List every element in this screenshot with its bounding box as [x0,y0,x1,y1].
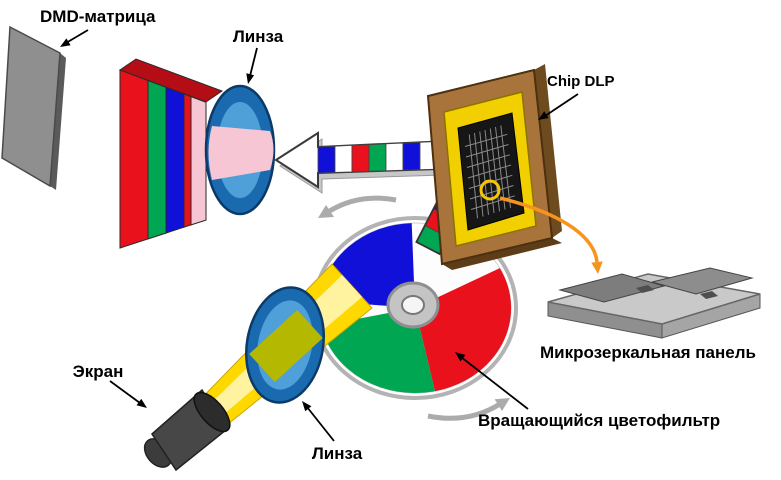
chip-leader-line [544,93,579,117]
lens-top-arrowhead-icon [246,73,255,84]
arrow-stripe-blue [317,145,336,174]
leader-arrows [60,29,579,442]
mirror-hinge-right [700,291,718,299]
wheel-hub-hole [401,295,425,315]
lens-bottom-leader-line [306,406,335,442]
wheel-red-segment [415,268,512,392]
arrow-stripe-blue [402,141,421,171]
mirror-hinge-left [636,285,654,293]
screen-arrowhead-icon [136,398,147,408]
orange-arrow-curve [499,196,599,263]
lens-top [204,84,276,216]
chip-dlp-label: Chip DLP [547,73,615,90]
slab-red-stripe [119,69,149,249]
rotation-arrowhead-bottom [494,398,510,411]
diagram-labels: DMD-матрица Линза Chip DLP Микрозеркальн… [40,7,756,463]
slab-green-stripe [147,79,167,240]
screen-leader-line [109,380,141,404]
micromirror-right [651,267,754,295]
wheel-arrowhead-icon [455,352,466,362]
slab-blue-stripe [165,86,185,234]
rgb-beam-slab [118,58,224,249]
arrow-stripe-white [385,142,404,172]
arrow-stripe-red [351,144,370,173]
arrow-stripe-white [334,144,353,173]
dmd-matrix-label: DMD-матрица [40,7,156,26]
rotation-arrowhead-top [318,205,334,218]
dmd-arrowhead-icon [60,38,71,47]
slab-red-thin-stripe [183,93,192,228]
micromirror-panel-label: Микрозеркальная панель [540,343,756,362]
dmd-leader-line [65,29,89,44]
arrow-stripe-green [368,143,387,172]
lens-top-label: Линза [233,27,284,46]
rotation-arrow-top-icon [326,195,397,215]
color-wheel-label: Вращающийся цветофильтр [478,411,720,430]
rotation-arrow-bottom-icon [427,401,502,421]
micromirror-panel [547,267,761,339]
lens-bottom-beam-band [249,310,323,382]
wheel-green-segment [321,308,435,394]
chip-mirror-grid [464,125,515,219]
chip-dlp [426,64,562,270]
screen-label: Экран [73,362,124,381]
micromirror-left [558,273,666,303]
chip-side-face [534,64,562,238]
lamp-opening [193,391,231,433]
rotation-arrows [318,195,510,421]
orange-arrowhead-icon [591,261,603,274]
wheel-leader-line [460,356,529,410]
orange-callout-arrow [499,196,603,274]
dmd-panel-face [1,25,61,188]
lens-top-leader-line [249,47,258,77]
chip-arrowhead-icon [538,111,549,120]
lens-bottom-label: Линза [312,444,363,463]
dmd-panel-edge [50,53,66,190]
lamp-cone [143,388,231,472]
dmd-matrix-panel [1,25,66,190]
lens-top-pink-band [208,126,274,180]
slab-pink-stripe [190,95,207,226]
chip-bottom-face [442,238,562,270]
chip-highlight-ring [479,179,501,201]
lens-bottom-arrowhead-icon [302,401,312,412]
